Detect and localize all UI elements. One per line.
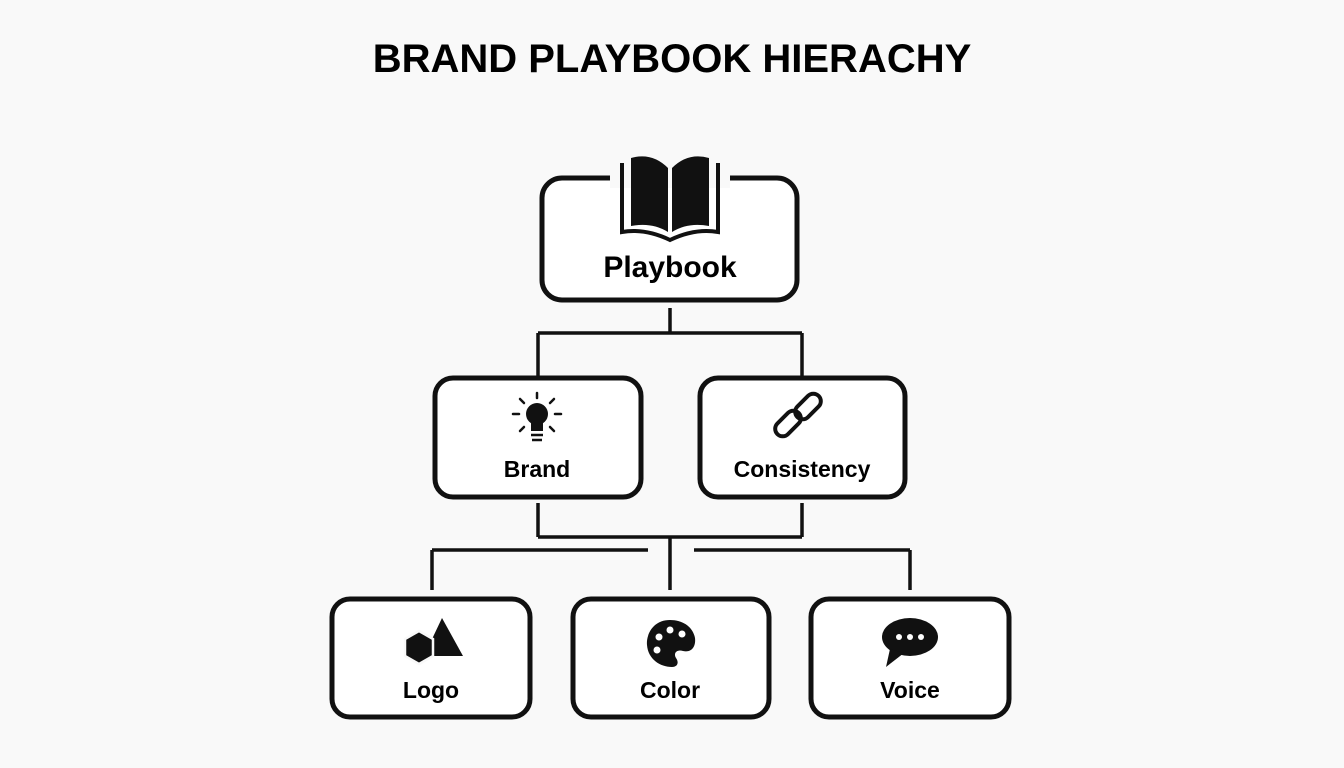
- node-color[interactable]: Color: [570, 596, 772, 720]
- node-logo-label: Logo: [403, 677, 459, 703]
- node-consistency[interactable]: Consistency: [697, 375, 908, 500]
- lightbulb-icon: [511, 391, 563, 442]
- connector-root-to-level1: [536, 308, 804, 378]
- shapes-icon: [403, 618, 463, 666]
- open-book-icon: [620, 156, 720, 243]
- palette-icon: [646, 620, 696, 667]
- node-playbook-label: Playbook: [603, 251, 737, 284]
- node-consistency-box: [697, 375, 908, 500]
- node-color-label: Color: [640, 677, 700, 703]
- node-brand[interactable]: Brand: [432, 375, 644, 500]
- connector-lines: [430, 308, 912, 590]
- connector-level1-to-level2: [430, 537, 912, 590]
- node-voice[interactable]: Voice: [808, 596, 1012, 720]
- node-voice-label: Voice: [880, 677, 940, 703]
- node-logo[interactable]: Logo: [329, 596, 533, 720]
- speech-bubble-icon: [882, 618, 938, 667]
- node-voice-box: [808, 596, 1012, 720]
- chain-link-icon: [773, 391, 823, 439]
- connector-level1-merge: [536, 503, 804, 539]
- node-brand-box: [432, 375, 644, 500]
- node-consistency-label: Consistency: [734, 456, 871, 482]
- diagram-title: BRAND PLAYBOOK HIERACHY: [373, 37, 972, 81]
- node-playbook[interactable]: Playbook: [539, 156, 800, 303]
- node-brand-label: Brand: [504, 456, 570, 482]
